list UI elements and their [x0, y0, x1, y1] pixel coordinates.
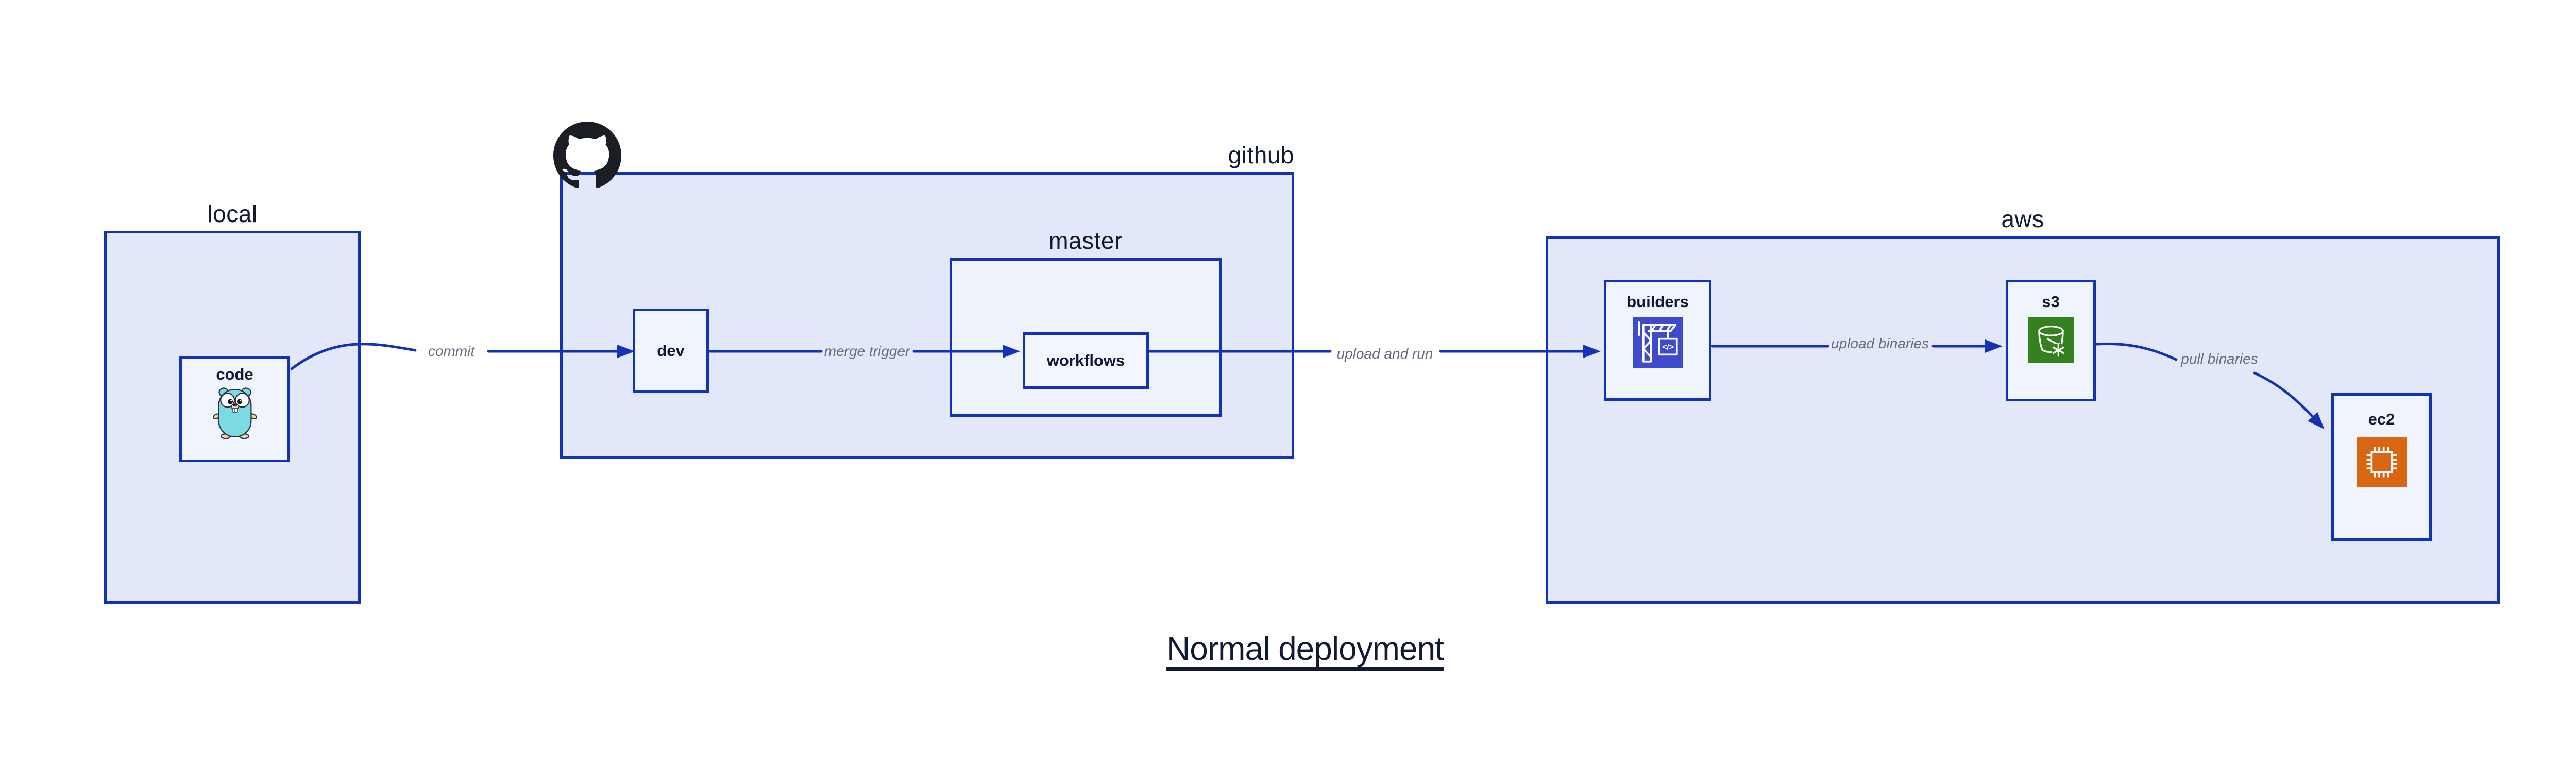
github-logo-icon: [553, 122, 621, 188]
node-s3-label: s3: [2042, 293, 2060, 311]
node-code-label: code: [216, 365, 253, 383]
group-label-github: github: [1228, 142, 1294, 168]
edge-label-commit: commit: [428, 343, 475, 359]
ec2-chip-icon: [2356, 437, 2407, 487]
edge-label-pull-binaries: pull binaries: [2181, 351, 2258, 367]
node-dev: dev: [633, 309, 709, 393]
go-gopher-icon: [212, 387, 257, 439]
node-builders: builders </>: [1604, 280, 1711, 401]
diagram-title: Normal deployment: [1166, 630, 1444, 667]
svg-text:</>: </>: [1662, 343, 1674, 351]
group-label-aws: aws: [2001, 206, 2044, 232]
edge-label-upload-binaries: upload binaries: [1831, 335, 1929, 351]
node-s3: s3: [2006, 280, 2096, 401]
node-ec2: ec2: [2331, 393, 2432, 541]
edge-label-merge-trigger: merge trigger: [824, 343, 910, 359]
edge-label-upload-and-run: upload and run: [1336, 346, 1433, 362]
node-ec2-label: ec2: [2368, 410, 2395, 428]
node-dev-label: dev: [657, 341, 685, 360]
node-workflows-label: workflows: [1046, 351, 1125, 369]
codebuild-crane-icon: </>: [1632, 317, 1683, 368]
group-label-local: local: [207, 200, 258, 227]
node-workflows: workflows: [1023, 332, 1149, 389]
node-code: code: [179, 356, 290, 462]
group-label-master: master: [1048, 227, 1123, 254]
node-builders-label: builders: [1626, 293, 1689, 311]
s3-bucket-icon: [2028, 317, 2074, 363]
